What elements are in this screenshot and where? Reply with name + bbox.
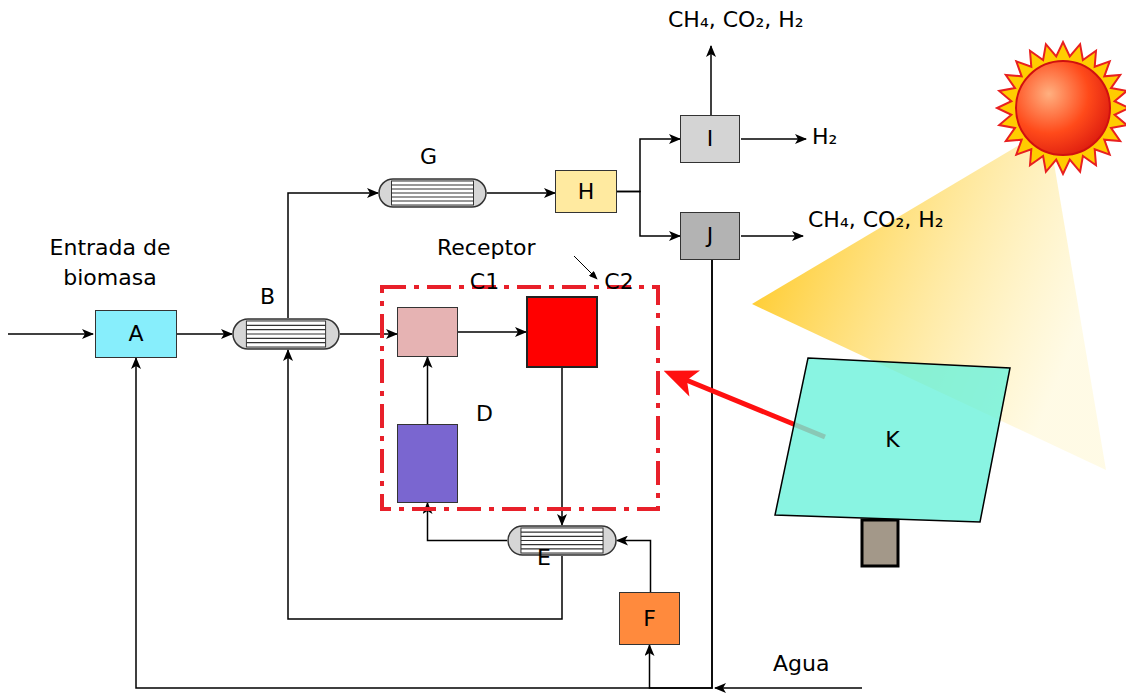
heat-exchanger: B	[232, 318, 340, 350]
flow-arrow	[561, 368, 563, 525]
water-input-arrow	[715, 687, 862, 689]
gas-output-arrow	[741, 235, 803, 237]
gas-label: H₂	[812, 125, 872, 148]
process-box: J	[680, 212, 740, 260]
flow-arrow	[288, 193, 378, 318]
node-letter: J	[707, 223, 714, 248]
flow-arrow	[487, 192, 555, 194]
flow-arrow	[340, 333, 397, 335]
node-letter: C2	[604, 269, 633, 294]
gas-label: CH₄, CO₂, H₂	[668, 8, 888, 31]
flow-arrow	[136, 260, 712, 688]
heat-exchanger: G	[378, 178, 487, 208]
heat-exchanger-outline	[378, 178, 487, 208]
sun-rays	[997, 42, 1126, 174]
heat-exchanger-outline	[507, 525, 617, 556]
sun-rays	[997, 42, 1126, 174]
process-box: H	[555, 170, 617, 213]
flow-arrow	[617, 192, 680, 237]
heliostat-stand	[862, 520, 898, 566]
gas-label: CH₄, CO₂, H₂	[808, 208, 948, 231]
process-box: F	[619, 592, 680, 645]
node-letter: H	[578, 179, 595, 204]
node-letter: F	[643, 606, 656, 631]
process-box: C1	[397, 307, 458, 357]
heliostat-mirror: K	[775, 358, 1010, 522]
input-label: Entrada de biomasa	[18, 233, 202, 292]
heat-exchanger-outline	[232, 318, 340, 350]
flow-arrow	[617, 541, 651, 593]
region-title: Receptor	[437, 235, 536, 260]
receptor-region: C1C2DReceptor	[380, 285, 660, 511]
node-letter: B	[260, 284, 275, 309]
receptor-leader	[574, 256, 597, 279]
flow-arrow	[177, 333, 232, 335]
flow-arrow	[458, 331, 526, 333]
gas-output-arrow	[710, 46, 712, 115]
process-box: A	[95, 310, 177, 358]
process-box: I	[680, 115, 740, 163]
process-box: D	[397, 424, 458, 503]
flow-arrow	[427, 357, 429, 424]
node-letter: C1	[470, 269, 499, 294]
node-letter: D	[476, 401, 493, 426]
node-letter: K	[885, 427, 899, 452]
node-letter: G	[420, 144, 437, 169]
sun-disc	[1016, 61, 1110, 155]
node-letter: I	[707, 126, 714, 151]
hydrogen-output-arrow	[741, 138, 806, 140]
flow-arrow	[617, 139, 680, 192]
node-letter: A	[128, 321, 143, 346]
process-box: C2	[526, 296, 598, 368]
water-label: Agua	[773, 652, 863, 675]
node-letter: E	[537, 545, 551, 570]
flow-arrow	[288, 350, 562, 619]
heat-exchanger: E	[507, 525, 617, 556]
biomass-input-arrow	[8, 333, 93, 335]
